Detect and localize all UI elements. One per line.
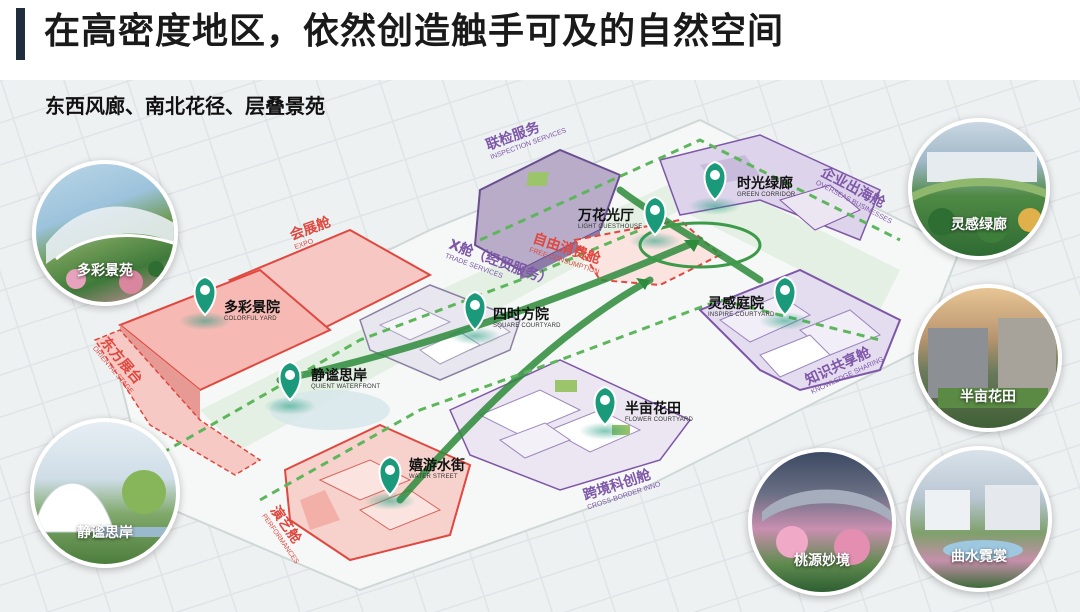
oriental-stage-zone	[93, 329, 262, 476]
photo-label: 灵感绿廊	[951, 217, 1007, 233]
green-corridor-arrows	[276, 186, 764, 504]
photo-winding-water[interactable]: 曲水霓裳	[906, 446, 1052, 592]
pin-green-corridor[interactable]	[689, 160, 741, 215]
knowledge-buildings	[698, 268, 902, 392]
photo-scene	[925, 485, 1040, 560]
photo-half-acre[interactable]: 半亩花田	[914, 284, 1062, 432]
photo-label: 曲水霓裳	[951, 549, 1007, 565]
pin-square[interactable]	[449, 290, 501, 345]
map-pin-icon	[463, 290, 487, 332]
photo-label: 静谧思岸	[77, 525, 133, 541]
pin-label-square: 四时方院 SQUARE COURTYARD	[493, 307, 561, 329]
pin-label-en: INSPIRE COURTYARD	[708, 312, 775, 318]
page-title: 在高密度地区，依然创造触手可及的自然空间	[44, 11, 785, 52]
pin-label-en: GREEN CORRIDOR	[737, 192, 796, 198]
photo-quiet-shore[interactable]: 静谧思岸	[30, 418, 180, 568]
pin-label-cn: 多彩景院	[224, 300, 280, 316]
photo-colorful-garden[interactable]: 多彩景苑	[32, 160, 178, 306]
consumption-zone	[573, 218, 722, 287]
photo-scene	[46, 206, 174, 294]
photo-label: 多彩景苑	[77, 263, 133, 279]
photo-scene	[912, 152, 1046, 243]
masterplan-map: 联检服务 INSPECTION SERVICES 企业出海舱 OVERSEAS …	[0, 80, 1080, 612]
pin-label-en: SQUARE COURTYARD	[493, 323, 561, 329]
pin-label-cn: 嬉游水街	[409, 458, 465, 474]
map-pin-icon	[643, 195, 667, 237]
map-pin-icon	[593, 385, 617, 427]
title-accent-bar	[16, 8, 25, 60]
pin-colorful[interactable]	[179, 275, 231, 330]
pin-label-colorful: 多彩景院 COLORFUL YARD	[224, 300, 280, 322]
photo-label: 半亩花田	[960, 389, 1016, 405]
pin-label-flower: 半亩花田 FLOWER COURTYARD	[625, 401, 693, 423]
pin-label-cn: 静谧思岸	[311, 368, 367, 384]
pin-label-en: QUIENT WATERFRONT	[311, 384, 381, 390]
pin-label-cn: 半亩花田	[625, 401, 681, 417]
pin-guesthouse[interactable]	[629, 195, 681, 250]
pin-label-en: COLORFUL YARD	[224, 316, 277, 322]
pin-label-en: WATER STREET	[409, 474, 458, 480]
map-pin-icon	[378, 455, 402, 497]
dashed-walkways	[149, 138, 901, 502]
pin-inspire[interactable]	[759, 275, 811, 330]
pin-label-en: FLOWER COURTYARD	[625, 417, 693, 423]
pin-water-street[interactable]	[364, 455, 416, 510]
pin-waterfront[interactable]	[264, 360, 316, 415]
photo-peach-blossom[interactable]: 桃源妙境	[748, 448, 896, 596]
map-pin-icon	[278, 360, 302, 402]
expo-buildings	[118, 228, 433, 420]
photo-inspire-corridor[interactable]: 灵感绿廊	[908, 118, 1050, 260]
pin-label-inspire: 灵感庭院 INSPIRE COURTYARD	[708, 296, 775, 318]
pin-label-cn: 万花光厅	[578, 208, 634, 224]
pin-label-guesthouse: 万花光厅 LIGHT GUESTHOUSE	[578, 208, 642, 230]
pin-label-waterfront: 静谧思岸 QUIENT WATERFRONT	[311, 368, 380, 390]
pin-label-cn: 四时方院	[493, 307, 549, 323]
title-bar: 在高密度地区，依然创造触手可及的自然空间	[0, 0, 1080, 70]
page-subtitle: 东西风廊、南北花径、层叠景苑	[45, 94, 325, 118]
pin-label-en: LIGHT GUESTHOUSE	[578, 224, 643, 230]
pin-label-cn: 时光绿廊	[737, 176, 793, 192]
pin-flower[interactable]	[579, 385, 631, 440]
pin-label-water-street: 嬉游水街 WATER STREET	[409, 458, 465, 480]
photo-scene	[762, 489, 892, 565]
photo-scene	[34, 470, 176, 537]
photo-label: 桃源妙境	[794, 553, 850, 569]
photo-scene	[928, 318, 1056, 408]
crossborder-buildings	[449, 359, 692, 491]
pin-label-green-corridor: 时光绿廊 GREEN CORRIDOR	[737, 176, 795, 198]
map-pin-icon	[703, 160, 727, 202]
map-pin-icon	[193, 275, 217, 317]
pin-label-cn: 灵感庭院	[708, 296, 764, 312]
map-pin-icon	[773, 275, 797, 317]
